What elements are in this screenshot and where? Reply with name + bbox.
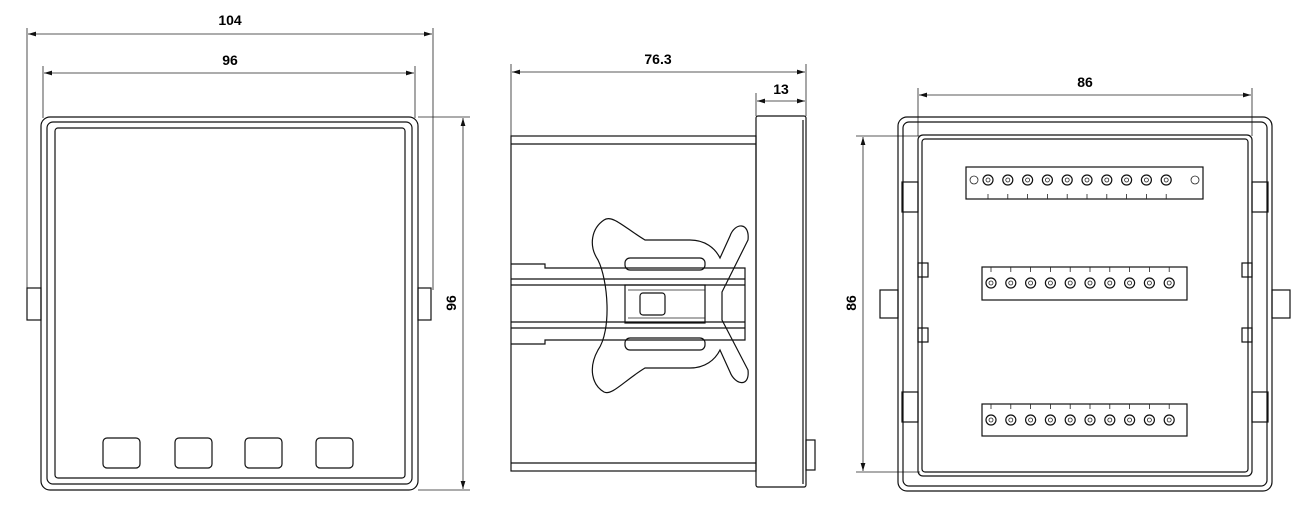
dim-label-104: 104	[218, 12, 242, 28]
terminal-screw	[1101, 174, 1113, 186]
terminal-screw	[1143, 414, 1156, 426]
side-button-protrusion	[805, 439, 816, 471]
mounting-bracket	[591, 218, 749, 394]
front-key-button[interactable]	[315, 437, 354, 469]
dimension-86-width: 86	[917, 74, 1253, 136]
front-view: 104 96 96	[26, 12, 470, 491]
terminal-screw	[1104, 277, 1116, 289]
terminal-screw	[985, 277, 997, 289]
terminal-screw	[1024, 277, 1037, 289]
rear-panel	[917, 134, 1253, 477]
terminal-screw	[1084, 277, 1096, 289]
terminal-screw	[1123, 277, 1136, 289]
terminal-screw	[1021, 174, 1034, 186]
terminal-screw	[1081, 174, 1093, 186]
rear-view: 86 86	[843, 74, 1291, 492]
terminal-screw	[1120, 174, 1133, 186]
terminal-screw	[1163, 414, 1175, 426]
terminal-screw	[1061, 174, 1073, 186]
dimension-96-height: 96	[418, 116, 470, 491]
display-window	[54, 127, 406, 479]
front-key-button[interactable]	[174, 437, 213, 469]
dim-label-86-width: 86	[1077, 74, 1093, 90]
terminal-screw	[1024, 414, 1037, 426]
terminal-screw	[1005, 414, 1017, 426]
dim-label-76-3: 76.3	[644, 51, 671, 67]
front-bezel-inner	[46, 121, 413, 485]
terminal-screw	[1044, 414, 1057, 426]
front-bezel	[40, 116, 419, 491]
dimension-13: 13	[755, 81, 805, 116]
dim-label-13: 13	[773, 81, 789, 97]
side-bezel	[755, 115, 807, 488]
terminal-screw	[1041, 174, 1054, 186]
terminal-screw	[1064, 277, 1076, 289]
top-terminal-block	[965, 166, 1204, 200]
terminal-screw	[1143, 277, 1156, 289]
terminal-screw	[1104, 414, 1116, 426]
terminal-screw	[1140, 174, 1153, 186]
terminal-screw	[1002, 174, 1014, 186]
rear-left-clip	[879, 289, 899, 319]
terminal-blocks	[965, 166, 1204, 437]
dimension-76-3: 76.3	[510, 51, 807, 136]
terminal-screw	[1064, 414, 1076, 426]
rear-right-clip	[1271, 289, 1291, 319]
dim-label-86-height: 86	[843, 295, 859, 311]
terminal-screw	[1084, 414, 1096, 426]
side-view: 76.3 13	[510, 51, 816, 488]
dim-label-96-width: 96	[222, 52, 238, 68]
mounting-screw	[969, 175, 979, 185]
housing-body	[510, 135, 757, 472]
dimension-96-width: 96	[42, 52, 416, 118]
mounting-screw	[1190, 175, 1200, 185]
terminal-screw	[982, 174, 994, 186]
front-key-button[interactable]	[244, 437, 283, 469]
terminal-screw	[1005, 277, 1017, 289]
terminal-screw	[1163, 277, 1175, 289]
right-clip	[417, 287, 432, 321]
terminal-screw	[1160, 174, 1172, 186]
terminal-screw	[1123, 414, 1136, 426]
terminal-screw	[1044, 277, 1057, 289]
bottom-terminal-block	[981, 403, 1188, 437]
front-buttons	[102, 437, 354, 469]
rear-outer-frame	[897, 116, 1273, 492]
terminal-screw	[985, 414, 997, 426]
left-clip	[26, 287, 42, 321]
dimension-86-height: 86	[843, 135, 920, 473]
dimension-104: 104	[26, 12, 434, 290]
middle-terminal-block	[981, 266, 1188, 301]
dim-label-96-height: 96	[443, 295, 459, 311]
front-key-button[interactable]	[102, 437, 141, 469]
mounting-rail	[511, 263, 746, 345]
